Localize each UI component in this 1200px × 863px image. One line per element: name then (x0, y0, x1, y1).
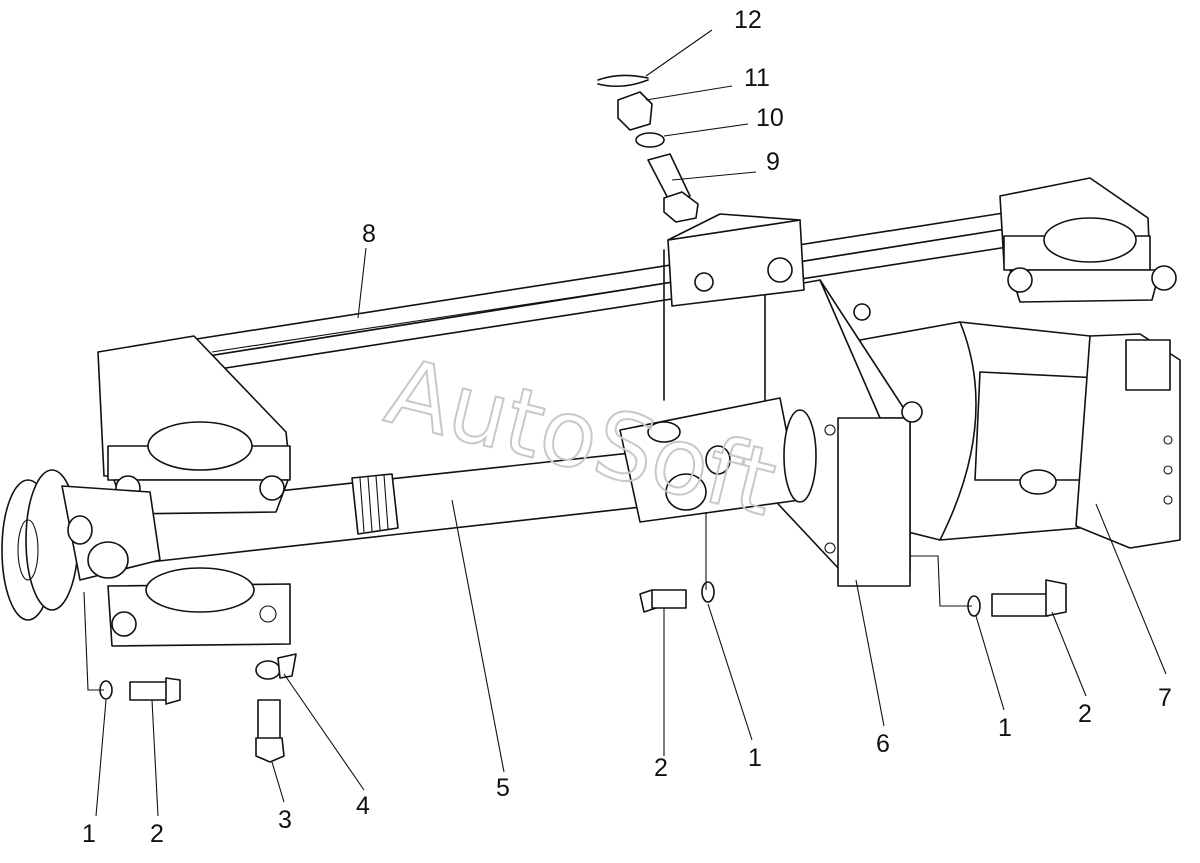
flange-plate (764, 279, 923, 587)
callout-9: 9 (766, 148, 780, 176)
callout-labels: 12 11 10 9 8 1 2 3 4 5 2 1 6 1 2 7 (82, 6, 1172, 848)
fastener-right-bolt (967, 579, 1067, 617)
right-universal-joint (619, 397, 817, 523)
callout-2-center: 2 (654, 754, 668, 782)
left-flange (1, 469, 161, 621)
callout-6: 6 (876, 730, 890, 758)
motor-housing (859, 321, 1181, 549)
left-clamp-lower (107, 567, 291, 647)
callout-2-left: 2 (150, 820, 164, 848)
right-clamp (999, 177, 1177, 303)
callout-10: 10 (756, 104, 784, 132)
callout-5: 5 (496, 774, 510, 802)
fastener-left-bolt (129, 677, 181, 705)
callout-12: 12 (734, 6, 762, 34)
bracket (663, 213, 805, 401)
leader-lines (83, 29, 1167, 817)
callout-7: 7 (1158, 684, 1172, 712)
callout-1-center: 1 (748, 744, 762, 772)
left-clamp-upper (97, 335, 291, 515)
callout-11: 11 (744, 64, 770, 92)
callout-1-left: 1 (82, 820, 96, 848)
fastener-top-stack (597, 74, 699, 223)
callout-3: 3 (278, 806, 292, 834)
callout-4: 4 (356, 792, 370, 820)
fastener-bolt-3 (255, 699, 285, 763)
callout-8: 8 (362, 220, 376, 248)
fastener-washer-4 (255, 653, 297, 680)
fastener-center-bolt (639, 581, 715, 613)
callout-1-right: 1 (998, 714, 1012, 742)
callout-2-right: 2 (1078, 700, 1092, 728)
